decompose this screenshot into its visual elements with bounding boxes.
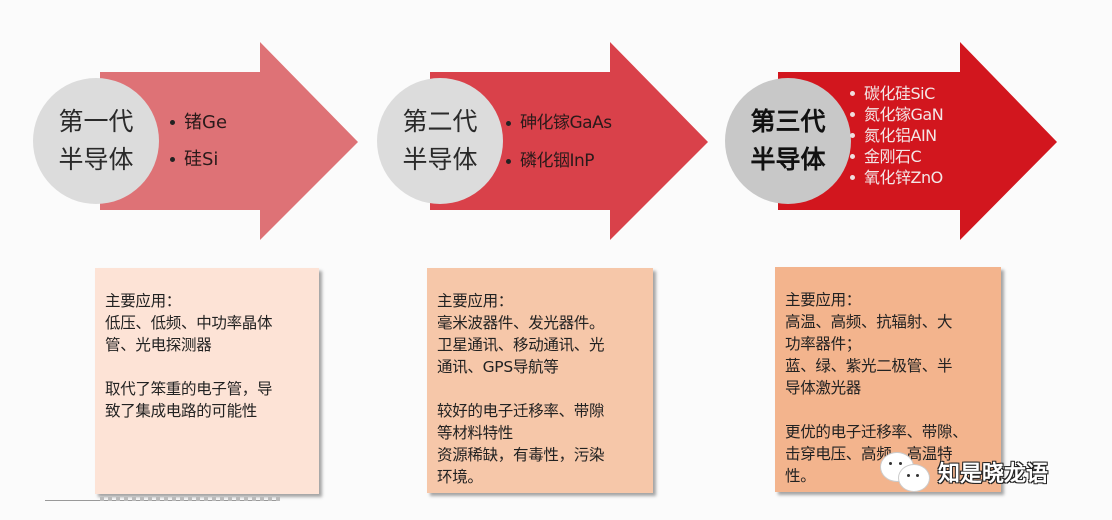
- material-item: 金刚石C: [850, 146, 943, 167]
- bullet-icon: [850, 133, 855, 138]
- bullet-icon: [850, 91, 855, 96]
- box-note: 资源稀缺，有毒性，污染: [437, 446, 605, 464]
- box-line: 卫星通讯、移动通讯、光: [437, 336, 605, 354]
- box-note: 性。: [785, 467, 816, 485]
- box-line: 导体激光器: [785, 379, 862, 397]
- box-line: 毫米波器件、发光器件。: [437, 314, 605, 332]
- bullet-icon: [506, 120, 511, 126]
- material-item: 氧化锌ZnO: [850, 167, 943, 188]
- gen2-application-box: 主要应用： 毫米波器件、发光器件。 卫星通讯、移动通讯、光 通讯、GPS导航等 …: [427, 268, 653, 493]
- box-note: 更优的电子迁移率、带隙、: [785, 423, 968, 441]
- bullet-icon: [170, 120, 175, 125]
- box-note: 等材料特性: [437, 424, 514, 442]
- gen1-circle: 第一代 半导体: [33, 78, 159, 204]
- gen1-application-box: 主要应用： 低压、低频、中功率晶体 管、光电探测器 取代了笨重的电子管，导 致了…: [95, 268, 319, 494]
- gen2-title-line2: 半导体: [402, 145, 478, 174]
- material-item: 锗Ge: [170, 104, 227, 141]
- bullet-icon: [850, 112, 855, 117]
- box-note: 环境。: [437, 468, 483, 486]
- gen3-application-box: 主要应用： 高温、高频、抗辐射、大 功率器件； 蓝、绿、紫光二极管、半 导体激光…: [775, 267, 1001, 492]
- gen2-title-line1: 第二代: [402, 107, 478, 136]
- arrow-gen3: [778, 42, 1057, 240]
- bullet-icon: [850, 175, 855, 180]
- gen2-materials-list: 砷化镓GaAs 磷化铟InP: [506, 104, 612, 180]
- bullet-icon: [506, 158, 511, 164]
- wechat-icon: [880, 452, 932, 492]
- box-heading: 主要应用：: [437, 292, 514, 310]
- box-line: 蓝、绿、紫光二极管、半: [785, 357, 953, 375]
- gen3-title-line1: 第三代: [750, 107, 826, 136]
- material-item: 碳化硅SiC: [850, 83, 943, 104]
- arrow-gen2: [430, 42, 708, 240]
- box-heading: 主要应用：: [105, 292, 182, 310]
- watermark-text: 知是晓龙语: [938, 462, 1049, 487]
- material-item: 氮化铝AIN: [850, 125, 943, 146]
- gen3-circle: 第三代 半导体: [725, 78, 851, 204]
- box-note: 较好的电子迁移率、带隙: [437, 402, 605, 420]
- box-note: 致了集成电路的可能性: [105, 402, 258, 420]
- material-item: 磷化铟InP: [506, 142, 612, 180]
- gen1-materials-list: 锗Ge 硅Si: [170, 104, 227, 178]
- box-line: 功率器件；: [785, 335, 862, 353]
- gen1-title-line1: 第一代: [58, 107, 134, 136]
- watermark: 知是晓龙语: [880, 452, 1048, 492]
- material-item: 砷化镓GaAs: [506, 104, 612, 142]
- material-item: 氮化镓GaN: [850, 104, 944, 125]
- box-heading: 主要应用：: [785, 291, 862, 309]
- bullet-icon: [850, 154, 855, 159]
- box-line: 低压、低频、中功率晶体: [105, 314, 273, 332]
- bullet-icon: [170, 157, 175, 162]
- box-line: 管、光电探测器: [105, 336, 212, 354]
- gen2-circle: 第二代 半导体: [377, 78, 503, 204]
- gen1-title-line2: 半导体: [58, 145, 134, 174]
- box-line: 通讯、GPS导航等: [437, 358, 559, 376]
- material-item: 硅Si: [170, 141, 227, 178]
- box-note: 取代了笨重的电子管，导: [105, 380, 273, 398]
- footer-faint-text: [100, 497, 280, 501]
- gen3-title-line2: 半导体: [750, 145, 826, 174]
- box-line: 高温、高频、抗辐射、大: [785, 313, 953, 331]
- arrow-gen1: [100, 42, 358, 240]
- gen3-materials-list: 碳化硅SiC 氮化镓GaN 氮化铝AIN 金刚石C 氧化锌ZnO: [850, 83, 944, 188]
